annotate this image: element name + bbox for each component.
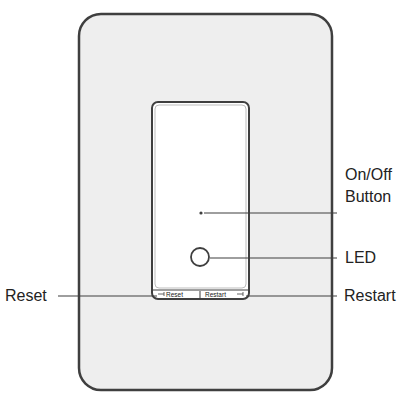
reset-mark bbox=[158, 294, 164, 295]
leader-line bbox=[246, 295, 337, 296]
leader-line bbox=[210, 257, 337, 258]
callout-label: LED bbox=[345, 247, 405, 269]
callout-label: Reset bbox=[5, 285, 55, 307]
button-strip-edge bbox=[153, 290, 248, 291]
button-label: Restart bbox=[205, 290, 237, 299]
button-label: Reset bbox=[166, 290, 199, 299]
button-dot bbox=[199, 211, 202, 214]
restart-mark bbox=[237, 294, 243, 295]
leader-line bbox=[58, 295, 157, 296]
button-divider bbox=[200, 291, 201, 298]
button-label: Reset bbox=[166, 290, 199, 299]
led-indicator bbox=[191, 248, 209, 266]
callout-label: On/Off Button bbox=[345, 164, 407, 208]
wall-plate bbox=[79, 14, 332, 390]
callout-label: On/Off Button bbox=[345, 164, 407, 208]
callout-label: Restart bbox=[344, 285, 410, 307]
callout-label: LED bbox=[345, 247, 405, 269]
button-label: Restart bbox=[205, 290, 237, 299]
leader-line bbox=[204, 212, 337, 213]
callout-label: Reset bbox=[5, 285, 55, 307]
restart-mark bbox=[243, 292, 244, 296]
switch-paddle bbox=[152, 102, 249, 299]
callout-label: Restart bbox=[344, 285, 410, 307]
reset-mark bbox=[164, 292, 165, 296]
paddle-inner-edge bbox=[155, 105, 246, 288]
